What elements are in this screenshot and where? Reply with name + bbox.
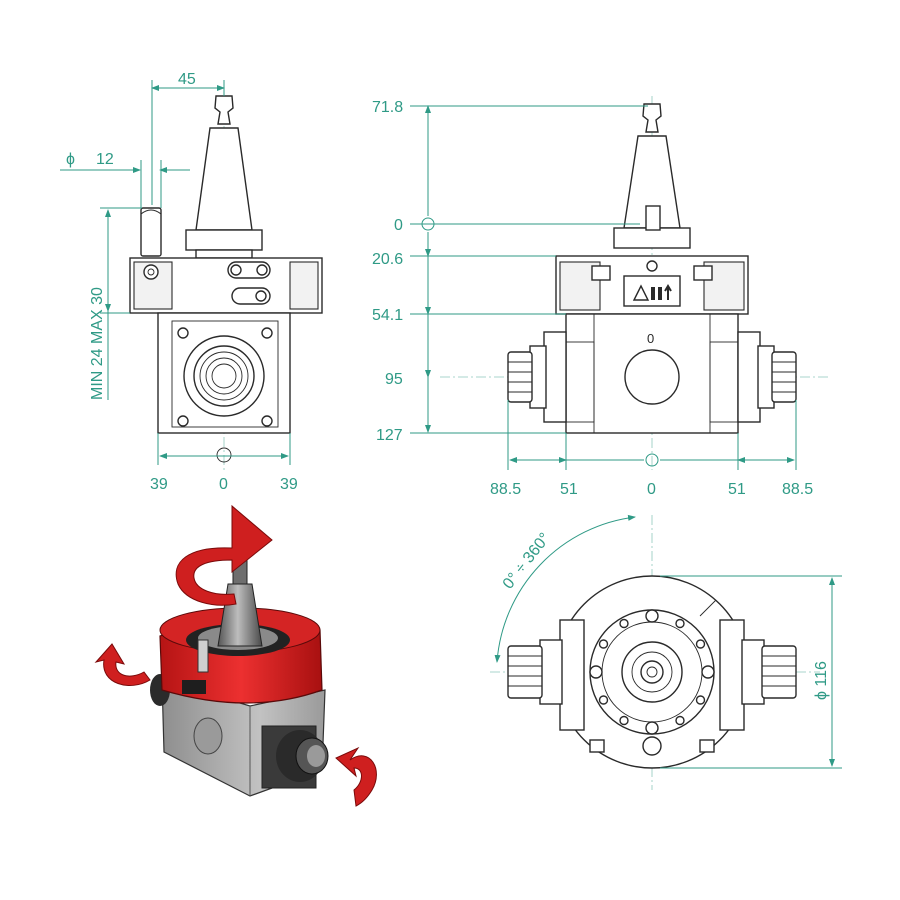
flange-bolt — [695, 639, 706, 649]
rotation-arrow-top-icon — [175, 504, 273, 606]
flange-bolt — [695, 695, 706, 705]
rotation-arrow-icon — [664, 284, 672, 300]
flange-bolt — [598, 695, 609, 705]
warning-triangle-icon — [632, 284, 650, 301]
top-view: 0° ÷ 360° ϕ 116 — [490, 514, 842, 790]
isometric-render — [94, 504, 377, 807]
plate-mark: 0 — [647, 331, 654, 346]
dim-phi-116: ϕ 116 — [813, 661, 830, 700]
dim-h-0: 0 — [647, 481, 656, 498]
dim-h-88-5-left: 88.5 — [490, 481, 521, 498]
front-view: 45 ϕ 12 MIN 24 MAX 30 39 0 39 — [60, 71, 323, 493]
dim-bottom-left: 39 — [150, 476, 168, 493]
dim-phi-12: 12 — [96, 151, 114, 168]
diameter-symbol-icon: ϕ — [66, 151, 75, 168]
flange-bolt — [598, 639, 609, 649]
rotation-label: 0° ÷ 360° — [500, 530, 554, 593]
flange-bolt — [589, 665, 603, 679]
flange-bolt — [675, 618, 685, 629]
dim-bottom-right: 39 — [280, 476, 298, 493]
dim-h-51-right: 51 — [728, 481, 746, 498]
bolt-circle — [589, 609, 715, 735]
flange-bolt — [645, 721, 659, 735]
side-view: 0 71 — [372, 96, 830, 498]
dim-20-6: 20.6 — [372, 251, 403, 268]
dim-h-51-left: 51 — [560, 481, 578, 498]
dim-95: 95 — [385, 371, 403, 388]
flange-bolt — [675, 715, 685, 726]
dim-min-max: MIN 24 MAX 30 — [89, 287, 106, 400]
dim-bottom-center: 0 — [219, 476, 228, 493]
flange-bolt — [645, 609, 659, 623]
flange-bolt — [619, 618, 629, 629]
flange-bolt — [619, 715, 629, 726]
dim-127: 127 — [376, 427, 403, 444]
dim-45: 45 — [178, 71, 196, 88]
dim-54-1: 54.1 — [372, 307, 403, 324]
flange-bolt — [701, 665, 715, 679]
rotation-arrow-left-icon — [94, 643, 151, 686]
dim-0: 0 — [394, 217, 403, 234]
rotation-arrow-right-icon — [335, 746, 377, 807]
dim-71-8: 71.8 — [372, 99, 403, 116]
dim-h-88-5-right: 88.5 — [782, 481, 813, 498]
